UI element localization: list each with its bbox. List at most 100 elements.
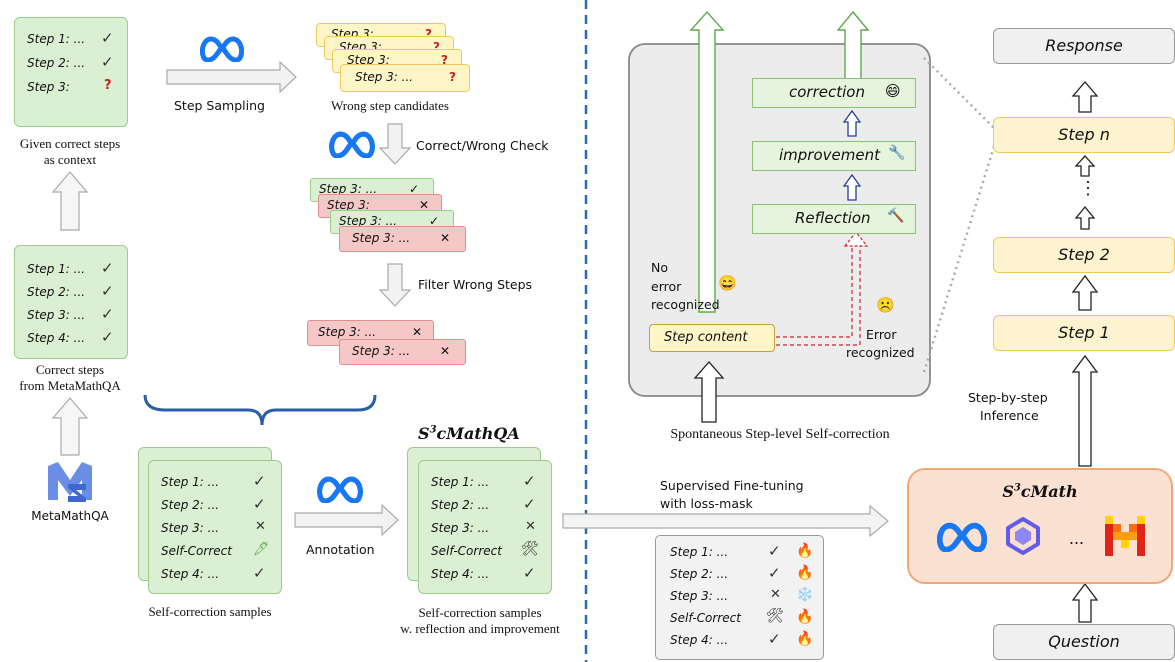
checkmark-icon: ✓ (253, 472, 266, 490)
selfcorr-caption: Self-correction samples (148, 604, 272, 619)
checkmark-icon: ✓ (523, 564, 536, 582)
brace-shape (143, 394, 377, 426)
step-n-label: Step n (1058, 125, 1110, 144)
filter-down-arrow (378, 263, 412, 307)
improvement-label: improvement (779, 146, 880, 164)
correct-row-2: Step 2: ... (27, 285, 86, 299)
error-dashed-head (843, 231, 869, 247)
response-label: Response (1045, 36, 1123, 55)
metamath-label: MetaMathQA (31, 509, 109, 523)
metamath-logo-icon (48, 462, 92, 502)
filter-label: Filter Wrong Steps (418, 277, 533, 292)
no-error-label-3: recognized (651, 297, 720, 312)
pipe-arrow-step2-dots (1074, 205, 1096, 230)
meta-logo-icon (317, 476, 363, 503)
panel-input-arrow (693, 361, 725, 423)
reflection-label: Reflection (795, 209, 871, 227)
pipe-arrow-question-model (1071, 582, 1099, 623)
annot-row-3: Step 3: ... (431, 521, 490, 535)
step-sampling-arrow (166, 60, 297, 94)
candidate-label: Step 3: (347, 53, 390, 67)
question-mark-icon: ? (104, 78, 112, 93)
hammer-icon: 🔨 (887, 208, 905, 224)
chip-label: Step 3: ... (352, 344, 411, 358)
sft-arrow (562, 504, 889, 538)
checkmark-icon: ✓ (101, 305, 114, 323)
improvement-box: improvement 🔧 (752, 141, 916, 171)
checkmark-icon: ✓ (523, 472, 536, 490)
pipe-arrow-step1-step2 (1071, 274, 1099, 311)
tools-icon: 🛠 (766, 608, 784, 624)
context-card: Step 1: ... ✓ Step 2: ... ✓ Step 3: ? (14, 17, 128, 127)
context-row-1: Step 1: ... (27, 32, 86, 46)
no-error-label-1: No (651, 260, 668, 275)
correction-label: correction (789, 83, 865, 101)
cross-icon: ✕ (440, 231, 451, 245)
model-title-rest: cMath (1020, 482, 1078, 501)
selfcorr-card: Step 1: ... ✓ Step 2: ... ✓ Step 3: ... … (148, 460, 282, 594)
step-2-box: Step 2 (993, 237, 1175, 273)
chip-label: Step 3: ... (318, 325, 377, 339)
meta-logo-icon (329, 131, 375, 158)
smile-emoji-icon: 😄 (885, 82, 901, 100)
checked-chip: Step 3: ... ✕ (339, 226, 466, 252)
dataset-title-s: S (418, 424, 430, 443)
annot-caption-1: Self-correction samples (418, 605, 542, 620)
model-title-s: S (1002, 482, 1014, 501)
checkmark-icon: ✓ (768, 564, 781, 582)
model-title-sup: 3 (1013, 482, 1021, 494)
model-ellipsis: ... (1069, 528, 1085, 548)
context-caption-2: as context (43, 152, 97, 167)
context-caption-1: Given correct steps (19, 136, 121, 151)
step-1-label: Step 1 (1058, 323, 1110, 342)
annotation-label: Annotation (306, 542, 375, 557)
context-row-2: Step 2: ... (27, 56, 86, 70)
selfcorr-row-1: Step 1: ... (161, 475, 220, 489)
correction-box: correction 😄 (752, 78, 916, 108)
loss-row-3: Step 3: ... (670, 589, 729, 603)
model-title: S3cMath (909, 482, 1171, 501)
context-row-3: Step 3: (27, 80, 70, 94)
chip-label: Step 3: ... (352, 231, 411, 245)
annot-caption-2: w. reflection and improvement (400, 621, 560, 636)
checkmark-icon: ✓ (101, 328, 114, 346)
step-content-label: Step content (664, 330, 748, 345)
selfcorr-row-4: Self-Correct (161, 544, 232, 558)
loss-row-4: Self-Correct (670, 611, 741, 625)
loss-row-5: Step 4: ... (670, 633, 729, 647)
pen-icon: 🖊 (253, 542, 270, 557)
candidate-chip: Step 3: ...? (340, 64, 470, 92)
sft-label-1: Supervised Fine-tuning (660, 478, 804, 493)
check-label: Correct/Wrong Check (416, 138, 549, 153)
sft-label-2: with loss-mask (660, 496, 753, 511)
selfcorr-row-2: Step 2: ... (161, 498, 220, 512)
step-sampling-label: Step Sampling (174, 98, 265, 113)
annot-row-4: Self-Correct (431, 544, 502, 558)
mistral-logo-icon (1105, 516, 1145, 556)
cross-icon: ✕ (419, 198, 430, 212)
inference-label-1: Step-by-step (968, 390, 1048, 405)
question-box: Question (993, 624, 1175, 660)
correct-row-4: Step 4: ... (27, 331, 86, 345)
cross-icon: ✕ (770, 587, 781, 602)
chip-label: Step 3: ... (339, 214, 398, 228)
checkmark-icon: ✓ (409, 182, 420, 196)
chip-label: Step 3: (327, 198, 370, 212)
candidate-label: Step 3: ... (355, 70, 414, 84)
no-error-label-2: error (651, 279, 682, 294)
smile-emoji-icon: 😄 (718, 275, 737, 292)
fire-icon: 🔥 (796, 542, 814, 558)
checkmark-icon: ✓ (101, 53, 114, 71)
step-content-box: Step content (649, 324, 775, 352)
annot-row-2: Step 2: ... (431, 498, 490, 512)
up-arrow-left-1 (51, 171, 89, 231)
checkmark-icon: ✓ (101, 282, 114, 300)
fire-icon: 🔥 (796, 608, 814, 624)
panel-caption: Spontaneous Step-level Self-correction (670, 427, 890, 442)
question-mark-icon: ? (449, 70, 456, 84)
checkmark-icon: ✓ (253, 564, 266, 582)
inference-label-2: Inference (980, 408, 1039, 423)
filtered-chip: Step 3: ...✕ (339, 339, 466, 365)
checkmark-icon: ✓ (523, 495, 536, 513)
annot-row-1: Step 1: ... (431, 475, 490, 489)
